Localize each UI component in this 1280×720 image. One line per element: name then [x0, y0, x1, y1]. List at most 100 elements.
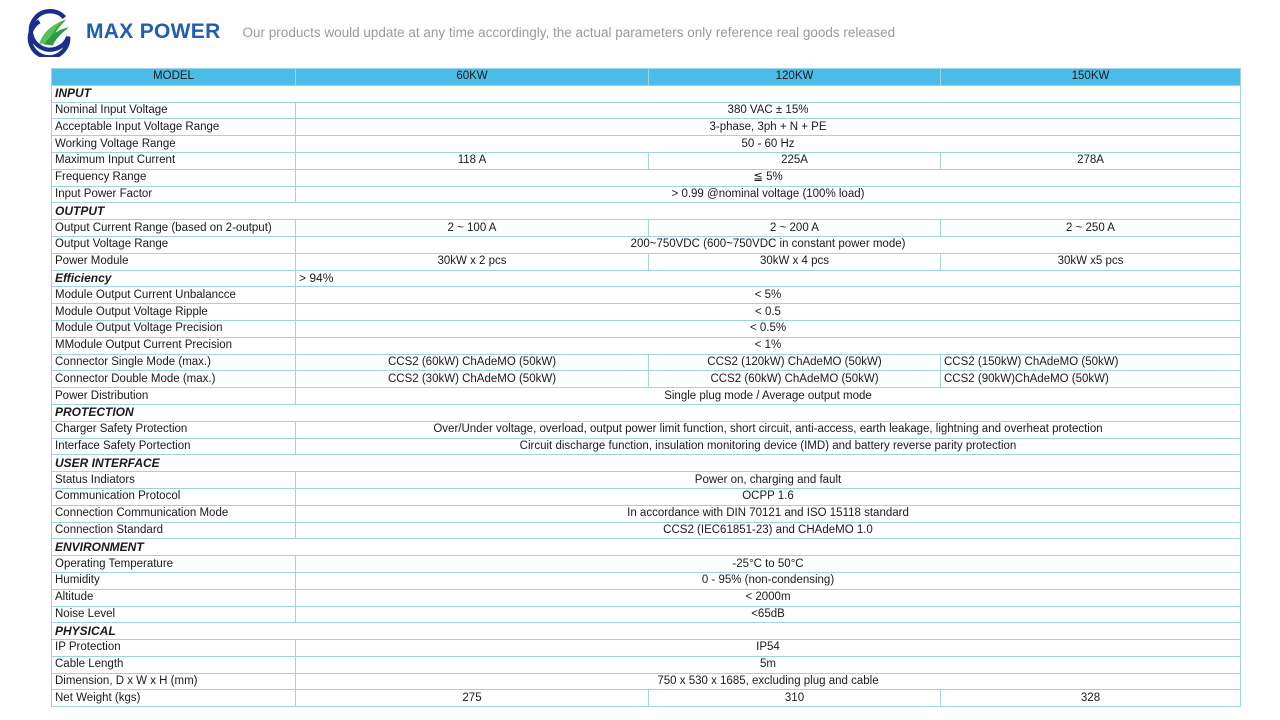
table-row: Connector Double Mode (max.)CCS2 (30kW) … [51, 370, 1241, 389]
row-label-input-power-factor: Input Power Factor [51, 185, 296, 204]
cell-value-mmodule-output-current-precision: < 1% [295, 336, 1241, 355]
row-label-connection-communication-mode: Connection Communication Mode [51, 504, 296, 523]
cell-value-connector-single-mode-max-60kw: CCS2 (60kW) ChAdeMO (50kW) [295, 353, 649, 372]
cell-value-net-weight-kgs-60kw: 275 [295, 689, 649, 708]
cell-value-maximum-input-current-60kw: 118 A [295, 151, 649, 170]
row-label-power-distribution: Power Distribution [51, 387, 296, 405]
cell-value-connector-single-mode-max-120kw: CCS2 (120kW) ChAdeMO (50kW) [648, 353, 941, 372]
row-label-status-indiators: Status Indiators [51, 471, 296, 489]
cell-value-net-weight-kgs-150kw: 328 [940, 689, 1241, 708]
row-label-frequency-range: Frequency Range [51, 168, 296, 187]
table-row: Operating Temperature-25°C to 50°C [51, 555, 1241, 573]
cell-value-altitude: < 2000m [295, 588, 1241, 607]
row-label-operating-temperature: Operating Temperature [51, 555, 296, 573]
section-header-environment: ENVIRONMENT [51, 538, 1241, 557]
cell-value-power-distribution: Single plug mode / Average output mode [295, 387, 1241, 405]
row-label-altitude: Altitude [51, 588, 296, 607]
table-header-row: MODEL 60KW 120KW 150KW [51, 68, 1241, 86]
row-label-module-output-voltage-precision: Module Output Voltage Precision [51, 319, 296, 338]
cell-value-connection-standard: CCS2 (IEC61851-23) and CHAdeMO 1.0 [295, 521, 1241, 540]
cell-value-noise-level: <65dB [295, 605, 1241, 624]
column-header-60kw: 60KW [295, 68, 649, 86]
cell-value-output-current-range-based-on-2-output-120kw: 2 ~ 200 A [648, 219, 941, 237]
row-label-noise-level: Noise Level [51, 605, 296, 624]
table-head: MODEL 60KW 120KW 150KW [51, 68, 1241, 86]
table-section-row: USER INTERFACE [51, 454, 1241, 473]
cell-value-connector-single-mode-max-150kw: CCS2 (150kW) ChAdeMO (50kW) [940, 353, 1241, 372]
cell-value-connector-double-mode-max-60kw: CCS2 (30kW) ChAdeMO (50kW) [295, 370, 649, 389]
table-row: Module Output Voltage Ripple< 0.5 [51, 303, 1241, 321]
table-row: Module Output Current Unbalancce< 5% [51, 286, 1241, 305]
cell-value-charger-safety-protection: Over/Under voltage, overload, output pow… [295, 420, 1241, 439]
cell-value-working-voltage-range: 50 - 60 Hz [295, 135, 1241, 153]
section-header-user-interface: USER INTERFACE [51, 454, 1241, 473]
row-label-output-current-range-based-on-2-output: Output Current Range (based on 2-output) [51, 219, 296, 237]
row-label-net-weight-kgs: Net Weight (kgs) [51, 689, 296, 708]
row-label-working-voltage-range: Working Voltage Range [51, 135, 296, 153]
cell-value-interface-safety-portection: Circuit discharge function, insulation m… [295, 437, 1241, 456]
table-row: Frequency Range≦ 5% [51, 168, 1241, 187]
cell-value-output-current-range-based-on-2-output-150kw: 2 ~ 250 A [940, 219, 1241, 237]
cell-value-power-module-60kw: 30kW x 2 pcs [295, 252, 649, 271]
cell-value-ip-protection: IP54 [295, 639, 1241, 657]
column-header-120kw: 120KW [648, 68, 941, 86]
cell-value-status-indiators: Power on, charging and fault [295, 471, 1241, 489]
table-section-row: Efficiency> 94% [51, 269, 1241, 288]
cell-value-connector-double-mode-max-120kw: CCS2 (60kW) ChAdeMO (50kW) [648, 370, 941, 389]
table-row: Connector Single Mode (max.)CCS2 (60kW) … [51, 353, 1241, 372]
cell-value-communication-protocol: OCPP 1.6 [295, 487, 1241, 506]
table-row: Noise Level<65dB [51, 605, 1241, 624]
table-row: Altitude< 2000m [51, 588, 1241, 607]
table-row: Module Output Voltage Precision< 0.5% [51, 319, 1241, 338]
cell-value-nominal-input-voltage: 380 VAC ± 15% [295, 101, 1241, 120]
section-header-input: INPUT [51, 84, 1241, 103]
row-label-nominal-input-voltage: Nominal Input Voltage [51, 101, 296, 120]
row-label-connector-double-mode-max: Connector Double Mode (max.) [51, 370, 296, 389]
row-label-interface-safety-portection: Interface Safety Portection [51, 437, 296, 456]
cell-value-dimension-d-x-w-x-h-mm: 750 x 530 x 1685, excluding plug and cab… [295, 672, 1241, 691]
cell-value-power-module-120kw: 30kW x 4 pcs [648, 252, 941, 271]
cell-value-output-voltage-range: 200~750VDC (600~750VDC in constant power… [295, 235, 1241, 254]
cell-value-maximum-input-current-120kw: 225A [648, 151, 941, 170]
section-header-efficiency: Efficiency [51, 269, 296, 288]
maxpower-leaf-circle-logo [27, 9, 71, 57]
row-label-maximum-input-current: Maximum Input Current [51, 151, 296, 170]
table-section-row: PHYSICAL [51, 622, 1241, 641]
cell-value-net-weight-kgs-120kw: 310 [648, 689, 941, 708]
section-header-output: OUTPUT [51, 202, 1241, 221]
header-tagline: Our products would update at any time ac… [242, 24, 896, 40]
table-section-row: PROTECTION [51, 403, 1241, 422]
cell-value-efficiency: > 94% [295, 269, 1241, 288]
column-header-model: MODEL [51, 68, 296, 86]
table-section-row: OUTPUT [51, 202, 1241, 221]
table-section-row: INPUT [51, 84, 1241, 103]
row-label-module-output-current-unbalancce: Module Output Current Unbalancce [51, 286, 296, 305]
column-header-150kw: 150KW [940, 68, 1241, 86]
row-label-connector-single-mode-max: Connector Single Mode (max.) [51, 353, 296, 372]
cell-value-module-output-voltage-precision: < 0.5% [295, 319, 1241, 338]
table-row: Output Current Range (based on 2-output)… [51, 219, 1241, 237]
row-label-acceptable-input-voltage-range: Acceptable Input Voltage Range [51, 118, 296, 137]
cell-value-humidity: 0 - 95% (non-condensing) [295, 571, 1241, 590]
cell-value-operating-temperature: -25°C to 50°C [295, 555, 1241, 573]
cell-value-cable-length: 5m [295, 655, 1241, 674]
section-header-protection: PROTECTION [51, 403, 1241, 422]
row-label-ip-protection: IP Protection [51, 639, 296, 657]
cell-value-connection-communication-mode: In accordance with DIN 70121 and ISO 151… [295, 504, 1241, 523]
cell-value-frequency-range: ≦ 5% [295, 168, 1241, 187]
row-label-power-module: Power Module [51, 252, 296, 271]
